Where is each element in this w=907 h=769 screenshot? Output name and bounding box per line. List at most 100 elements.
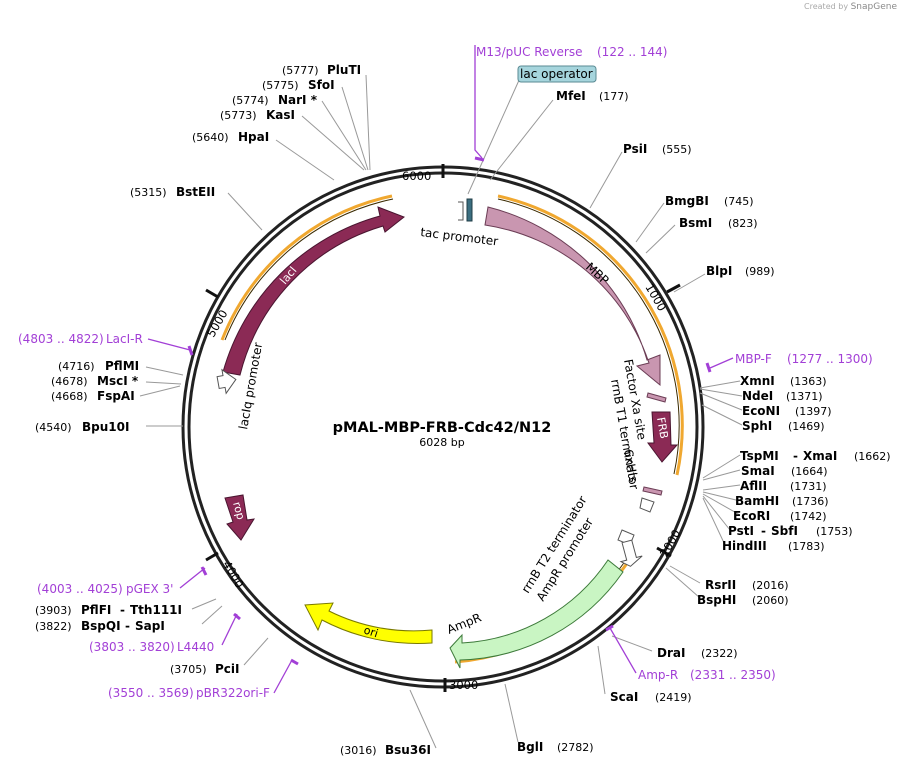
- enzyme-blpi[interactable]: BlpI: [706, 264, 732, 278]
- rop-arrow[interactable]: [224, 494, 255, 541]
- primer-laci-r-pos: (4803 .. 4822): [18, 332, 104, 346]
- enzyme-drai[interactable]: DraI: [657, 646, 685, 660]
- leader-xmni: [699, 380, 741, 389]
- tick-label-1000: 1000: [642, 281, 669, 313]
- enzyme-hpai[interactable]: HpaI: [238, 130, 269, 144]
- enzyme-econi[interactable]: EcoNI: [742, 404, 780, 418]
- enzyme-kasi[interactable]: KasI: [266, 108, 295, 122]
- lac-operator-label: lac operator: [520, 67, 593, 81]
- frb-arrow[interactable]: [647, 411, 679, 463]
- ori-label: ori: [362, 623, 380, 640]
- enzyme-pluti[interactable]: PluTI: [327, 63, 361, 77]
- enzyme-psti[interactable]: PstI: [728, 524, 754, 538]
- enzyme-bsphi[interactable]: BspHI: [697, 593, 736, 607]
- tac-promoter-label: tac promoter: [420, 225, 499, 248]
- lac-operator-box: [517, 65, 597, 83]
- enzyme-sbfi[interactable]: SbfI: [771, 524, 798, 538]
- ori-arrow[interactable]: [304, 602, 433, 644]
- tick-label-2000: 2000: [657, 527, 684, 559]
- primer-ticks: [187, 156, 712, 666]
- primer-l4440-pos: (3803 .. 3820): [89, 640, 175, 654]
- orf-band-mbp-frb: [497, 194, 684, 476]
- plasmid-name: pMAL-MBP-FRB-Cdc42/N12: [333, 420, 552, 436]
- enzyme-pflmi[interactable]: PflMI: [105, 359, 139, 373]
- enzyme-hindiii[interactable]: HindIII: [722, 539, 767, 553]
- tick-label-3000: 3000: [449, 678, 478, 692]
- enzyme-sfoi-pos: (5775): [262, 79, 299, 92]
- enzyme-fspai[interactable]: FspAI: [97, 389, 135, 403]
- primer-pgex-pos: (4003 .. 4025): [37, 582, 123, 596]
- primer-mbpf-line: [709, 357, 734, 369]
- enzyme-labels-left: (5777) PluTI (5775) SfoI (5774) NarI * (…: [35, 63, 431, 757]
- enzyme-bamhi[interactable]: BamHI: [735, 494, 779, 508]
- enzyme-smai[interactable]: SmaI: [741, 464, 775, 478]
- enzyme-msci[interactable]: MscI *: [97, 374, 139, 388]
- leader-smai: [702, 469, 741, 481]
- enzyme-bspqi[interactable]: BspQI: [81, 619, 121, 633]
- primer-l4440-name: L4440: [177, 640, 214, 654]
- enzyme-fspai-pos: (4668): [51, 390, 88, 403]
- primer-laci-r-tick: [187, 345, 194, 356]
- enzyme-sphi[interactable]: SphI: [742, 419, 772, 433]
- enzyme-scai[interactable]: ScaI: [610, 690, 638, 704]
- enzyme-mfei[interactable]: MfeI: [556, 89, 586, 103]
- mbp-arrow[interactable]: [484, 206, 661, 387]
- leader-pcii: [243, 637, 269, 666]
- enzyme-tth111i[interactable]: Tth111I: [130, 603, 182, 617]
- enzyme-bsu36i[interactable]: Bsu36I: [385, 743, 431, 757]
- enzyme-ndei[interactable]: NdeI: [742, 389, 773, 403]
- enzyme-bgli[interactable]: BglI: [517, 740, 543, 754]
- enzyme-pflmi-pos: (4716): [58, 360, 95, 373]
- leader-psti: [702, 495, 731, 531]
- primer-m13-name: M13/pUC Reverse: [476, 45, 583, 59]
- enzyme-bpu10i[interactable]: Bpu10I: [82, 420, 129, 434]
- enzyme-xmai[interactable]: XmaI: [803, 449, 837, 463]
- enzyme-psii[interactable]: PsiI: [623, 142, 647, 156]
- leader-sphi: [701, 404, 743, 426]
- primer-mbpf-tick: [705, 362, 712, 373]
- laciq-promoter-arrow: [216, 368, 237, 395]
- tick-5000-line: [205, 288, 219, 299]
- enzyme-tspmi[interactable]: TspMI: [740, 449, 779, 463]
- enzyme-bamhi-pos: (1736): [792, 495, 829, 508]
- enzyme-xmni[interactable]: XmnI: [740, 374, 775, 388]
- enzyme-xmni-pos: (1363): [790, 375, 827, 388]
- primer-pbr322-tick: [290, 658, 299, 666]
- enzyme-sphi-pos: (1469): [788, 420, 825, 433]
- enzyme-bmgbi[interactable]: BmgBI: [665, 194, 709, 208]
- enzyme-tspmi-pos: (1662): [854, 450, 891, 463]
- rrnb-t1-mark: [639, 497, 655, 513]
- enzyme-ndei-pos: (1371): [786, 390, 823, 403]
- enzyme-bsteii[interactable]: BstEII: [176, 185, 215, 199]
- primer-pbr322-pos: (3550 .. 3569): [108, 686, 194, 700]
- enzyme-sfoi[interactable]: SfoI: [308, 78, 335, 92]
- ampr-arrow[interactable]: [449, 559, 624, 669]
- enzyme-nari[interactable]: NarI *: [278, 93, 318, 107]
- primer-m13-pos: (122 .. 144): [597, 45, 667, 59]
- tick-1000-line: [666, 283, 681, 294]
- leader-tspmi: [702, 454, 741, 479]
- enzyme-bsu36i-pos: (3016): [340, 744, 377, 757]
- plasmid-length: 6028 bp: [419, 436, 464, 449]
- primer-ampr-name: Amp-R: [638, 668, 678, 682]
- leader-hindiii: [702, 497, 726, 546]
- leader-econi: [699, 392, 743, 411]
- leader-bsteii: [227, 192, 263, 231]
- leader-drai: [611, 635, 653, 652]
- enzyme-bsmi[interactable]: BsmI: [679, 216, 712, 230]
- leader-hpai: [275, 139, 335, 181]
- enzyme-aflii[interactable]: AflII: [740, 479, 767, 493]
- enzyme-ecori[interactable]: EcoRI: [733, 509, 770, 523]
- laci-arrow[interactable]: [222, 206, 405, 376]
- enzyme-sapi[interactable]: SapI: [135, 619, 165, 633]
- leader-msci: [145, 381, 182, 385]
- enzyme-rsrii[interactable]: RsrII: [705, 578, 736, 592]
- leader-pluti: [365, 74, 371, 171]
- leader-bspqi: [201, 605, 223, 625]
- leader-ndei: [699, 388, 743, 397]
- leader-pflfi: [191, 598, 217, 610]
- enzyme-pcii[interactable]: PciI: [215, 662, 240, 676]
- enzyme-pflfi[interactable]: PflFI: [81, 603, 111, 617]
- primer-laci-r-name: LacI-R: [106, 332, 143, 346]
- leader-scai: [597, 645, 606, 695]
